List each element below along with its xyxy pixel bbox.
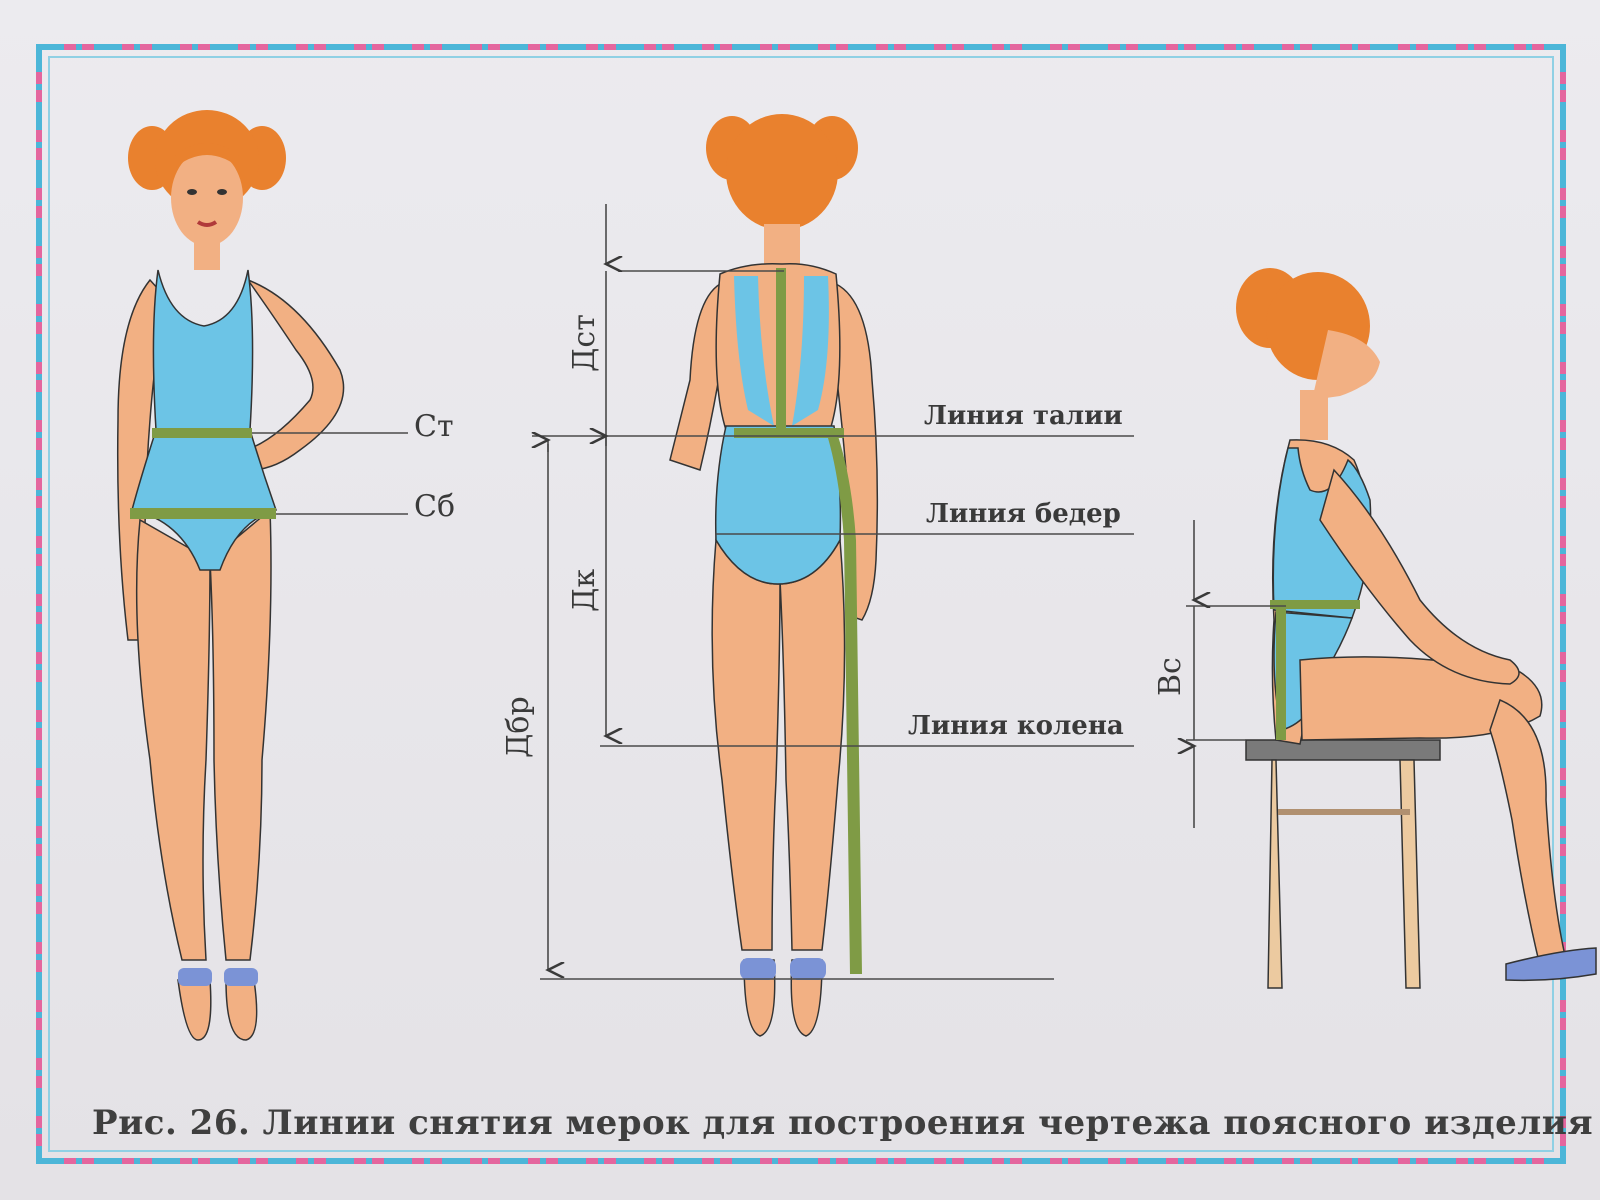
label-waist-line: Линия талии bbox=[924, 401, 1123, 431]
back-waist-tape bbox=[734, 428, 844, 438]
back-figure bbox=[669, 114, 879, 1037]
seated-height-tape bbox=[1276, 608, 1286, 740]
label-st: Ст bbox=[414, 409, 454, 444]
label-hip-line: Линия бедер bbox=[926, 499, 1121, 529]
frame-border-left bbox=[36, 44, 42, 1164]
figure-frame bbox=[36, 44, 1566, 1164]
hip-tape bbox=[130, 508, 276, 519]
frame-border-top bbox=[36, 44, 1566, 50]
side-length-tape bbox=[828, 436, 862, 974]
figure-caption: Рис. 26. Линии снятия мерок для построен… bbox=[92, 1103, 1594, 1143]
frame-border-bottom bbox=[36, 1158, 1566, 1164]
label-v-s: Вс bbox=[1153, 657, 1188, 696]
label-knee-line: Линия колена bbox=[908, 711, 1124, 741]
label-d-k: Дк bbox=[567, 569, 602, 612]
front-figure bbox=[116, 110, 345, 1041]
label-d-br: Дбр bbox=[501, 696, 536, 758]
waist-tape bbox=[152, 428, 252, 438]
label-sb: Сб bbox=[414, 489, 455, 524]
stool-seat bbox=[1245, 739, 1441, 761]
frame-border-right bbox=[1560, 44, 1566, 1164]
seated-waist-tape bbox=[1270, 600, 1360, 609]
frame-inner-line bbox=[48, 56, 1554, 1152]
seated-figure bbox=[1236, 268, 1597, 989]
label-d-st: Дст bbox=[567, 314, 602, 372]
back-length-tape bbox=[776, 268, 786, 430]
